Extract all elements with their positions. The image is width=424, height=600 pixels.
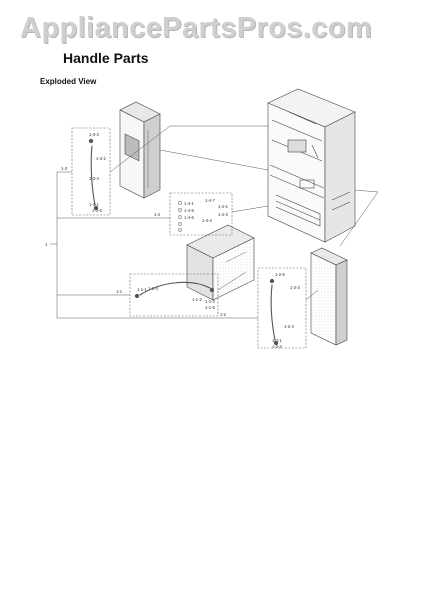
callout-1-2-3: 1-2-3: [290, 285, 300, 290]
callout-1-1-5: 1-1-5: [205, 305, 215, 310]
page-title: Handle Parts: [63, 50, 149, 66]
callout-1-4-3: 1-4-3: [218, 212, 228, 217]
callout-1-3-2: 1-3-2: [96, 156, 106, 161]
callout-1-4-4: 1-4-4: [202, 218, 212, 223]
callout-1-4-6: 1-4-6: [184, 215, 194, 220]
callout-1-4-7: 1-4-7: [205, 198, 215, 203]
callout-1-1: 1-1: [116, 289, 123, 294]
callout-1-4-5: 1-4-5: [184, 208, 194, 213]
callout-1-3-4: 1-3-4: [89, 176, 99, 181]
callout-1-1-2: 1-1-2: [192, 297, 202, 302]
callout-1-3-3: 1-3-3: [89, 132, 99, 137]
site-watermark: AppliancePartsPros.com: [20, 12, 373, 44]
callout-1-1-1: 1-1-1: [137, 287, 147, 292]
callout-1-4-1: 1-4-1: [184, 201, 194, 206]
callout-1-3-1: 1-3-1: [89, 202, 99, 207]
view-subtitle: Exploded View: [40, 77, 97, 86]
part-group-boxes: [71, 127, 307, 349]
callout-1-1-3: 1-1-3: [205, 299, 215, 304]
callout-1: 1: [45, 242, 48, 247]
callout-1-2-2: 1-2-2: [272, 344, 282, 349]
callout-1-2-1: 1-2-1: [272, 338, 282, 343]
callout-1-1-4: 1-1-4: [148, 286, 158, 291]
callout-1-4: 1-4: [154, 212, 161, 217]
callout-1-2-4: 1-2-4: [284, 324, 294, 329]
fastener-parts: [177, 200, 183, 233]
callout-1-3: 1-3: [61, 166, 68, 171]
callout-1-2: 1-2: [220, 312, 227, 317]
handle-parts: [88, 138, 279, 346]
callout-1-4-2: 1-4-2: [218, 204, 228, 209]
callout-1-2-5: 1-2-5: [275, 272, 285, 277]
refrigerator-cabinet: [267, 88, 356, 243]
left-door: [119, 101, 161, 199]
callout-1-3-5: 1-3-5: [92, 208, 102, 213]
right-door: [310, 247, 348, 346]
leader-lines: [50, 125, 379, 319]
freezer-drawer-panel: [186, 224, 255, 301]
